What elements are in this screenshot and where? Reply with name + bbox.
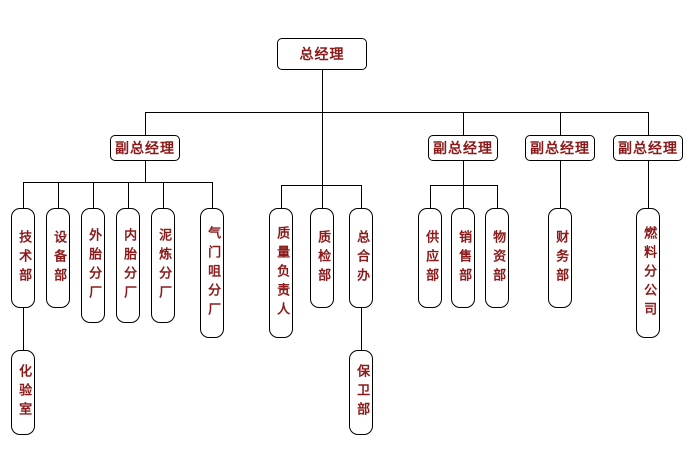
connector-line bbox=[145, 112, 649, 113]
node-deputy-gm-1: 副总经理 bbox=[110, 135, 180, 161]
node-security-dept: 保卫部 bbox=[349, 350, 373, 435]
node-label: 化验室 bbox=[16, 364, 32, 421]
node-label: 外胎分厂 bbox=[86, 227, 102, 304]
node-label: 供应部 bbox=[423, 229, 439, 287]
connector-line bbox=[163, 182, 164, 208]
node-label: 质量负责人 bbox=[274, 225, 290, 321]
node-label: 物资部 bbox=[490, 229, 506, 287]
node-label: 总合办 bbox=[354, 229, 370, 287]
node-tech-dept: 技术部 bbox=[11, 208, 35, 308]
connector-line bbox=[58, 182, 59, 208]
connector-line bbox=[23, 182, 213, 183]
connector-line bbox=[128, 182, 129, 208]
connector-line bbox=[23, 308, 24, 350]
node-label: 质检部 bbox=[315, 229, 331, 287]
connector-line bbox=[145, 112, 146, 135]
connector-line bbox=[648, 112, 649, 135]
node-deputy-gm-4: 副总经理 bbox=[613, 135, 683, 161]
node-quality-inspection-dept: 质检部 bbox=[310, 208, 334, 308]
node-inner-tube-factory: 内胎分厂 bbox=[116, 208, 140, 323]
node-label: 副总经理 bbox=[115, 141, 175, 157]
node-fuel-branch-company: 燃料分公司 bbox=[636, 208, 660, 338]
connector-line bbox=[23, 182, 24, 208]
connector-line bbox=[212, 182, 213, 208]
connector-line bbox=[648, 161, 649, 208]
connector-line bbox=[560, 161, 561, 208]
node-finance-dept: 财务部 bbox=[548, 208, 572, 308]
connector-line bbox=[497, 185, 498, 208]
connector-line bbox=[281, 185, 362, 186]
node-mixing-factory: 泥炼分厂 bbox=[151, 208, 175, 323]
connector-line bbox=[361, 185, 362, 208]
node-label: 设备部 bbox=[51, 229, 67, 287]
node-lab: 化验室 bbox=[11, 350, 35, 435]
node-deputy-gm-2: 副总经理 bbox=[428, 135, 498, 161]
node-valve-factory: 气门咀分厂 bbox=[200, 208, 224, 338]
node-label: 技术部 bbox=[16, 229, 32, 287]
node-label: 总经理 bbox=[299, 47, 345, 63]
connector-line bbox=[463, 112, 464, 135]
connector-line bbox=[463, 161, 464, 185]
node-materials-dept: 物资部 bbox=[485, 208, 509, 308]
node-label: 燃料分公司 bbox=[641, 225, 657, 321]
node-sales-dept: 销售部 bbox=[451, 208, 475, 308]
node-label: 销售部 bbox=[456, 229, 472, 287]
connector-line bbox=[145, 161, 146, 182]
node-label: 保卫部 bbox=[354, 364, 370, 421]
node-label: 财务部 bbox=[553, 229, 569, 287]
node-label: 内胎分厂 bbox=[121, 227, 137, 304]
node-deputy-gm-3: 副总经理 bbox=[525, 135, 595, 161]
node-equipment-dept: 设备部 bbox=[46, 208, 70, 308]
connector-line bbox=[560, 112, 561, 135]
node-label: 副总经理 bbox=[530, 141, 590, 157]
connector-line bbox=[322, 185, 323, 208]
connector-line bbox=[93, 182, 94, 208]
node-label: 气门咀分厂 bbox=[205, 225, 221, 321]
node-supply-dept: 供应部 bbox=[418, 208, 442, 308]
connector-line bbox=[322, 112, 323, 185]
node-general-manager: 总经理 bbox=[277, 38, 367, 70]
connector-line bbox=[322, 70, 323, 112]
node-label: 泥炼分厂 bbox=[156, 227, 172, 304]
connector-line bbox=[430, 185, 431, 208]
node-label: 副总经理 bbox=[618, 141, 678, 157]
node-general-office: 总合办 bbox=[349, 208, 373, 308]
connector-line bbox=[430, 185, 498, 186]
connector-line bbox=[361, 308, 362, 350]
node-label: 副总经理 bbox=[433, 141, 493, 157]
connector-line bbox=[281, 185, 282, 208]
node-outer-tire-factory: 外胎分厂 bbox=[81, 208, 105, 323]
node-quality-head: 质量负责人 bbox=[269, 208, 293, 338]
connector-line bbox=[463, 185, 464, 208]
